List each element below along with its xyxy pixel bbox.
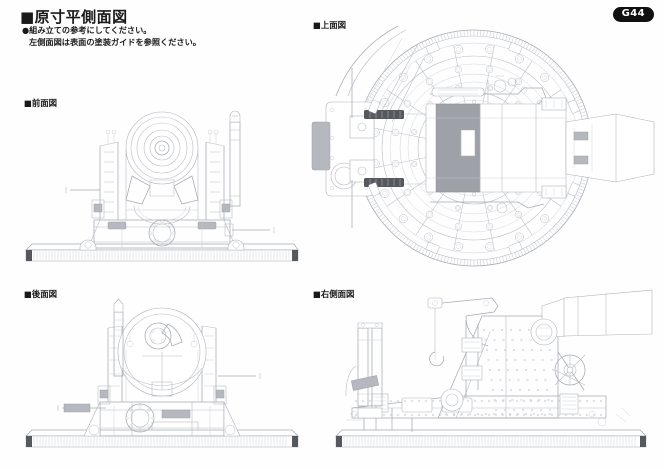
carriage-lower-frame — [79, 219, 245, 251]
control-rods — [345, 320, 483, 432]
assembly-note-2: 左側面図は表面の塗装ガイドを参照ください。 — [29, 36, 201, 47]
traverse-mechanism — [430, 131, 589, 214]
breech-loading-table — [311, 68, 426, 228]
tie-rods — [65, 187, 275, 237]
fittings-right — [346, 407, 631, 427]
carriage-lower-frame-rear — [83, 401, 241, 437]
barrel-side — [530, 289, 653, 346]
drawing-front-view — [22, 100, 302, 272]
base-rack-rail-rear — [25, 429, 299, 448]
page-title: ■原寸平側面図 — [20, 8, 128, 26]
page-number-badge: G44 — [612, 7, 654, 22]
loading-crane-davit — [427, 297, 499, 367]
drawing-right-side-view — [306, 289, 658, 462]
assembly-notes: ●組み立ての参考にしてください。 左側面図は表面の塗装ガイドを参照ください。 — [22, 25, 201, 48]
base-rack-rail — [25, 243, 299, 262]
drawing-rear-view — [22, 290, 302, 462]
elevation-handwheel — [554, 351, 586, 391]
carriage-side-frames — [91, 141, 233, 220]
base-rack-rail-right — [335, 429, 647, 448]
gun-body-plan — [425, 103, 655, 193]
fittings-rear — [113, 334, 211, 436]
view-label-right: ■右側面図 — [313, 289, 355, 299]
breech-block-rear — [117, 307, 207, 397]
tie-rods-rear — [57, 373, 261, 413]
view-label-front: ■前面図 — [24, 98, 58, 108]
recoil-cylinders-left — [357, 322, 383, 430]
shield-arc — [335, 25, 425, 123]
fittings-front — [105, 129, 219, 248]
view-label-rear: ■後面図 — [24, 289, 58, 299]
assembly-note-1: ●組み立ての参考にしてください。 — [22, 25, 152, 35]
carriage-side-posts-rear — [97, 325, 227, 405]
view-label-top: ■上面図 — [313, 20, 347, 30]
vent-mast-rear — [113, 298, 124, 377]
ring-mounting-pads — [368, 42, 580, 254]
drawing-top-view — [306, 18, 658, 280]
recoil-mast — [229, 110, 241, 207]
barrel-muzzle-face — [125, 111, 199, 225]
elevation-mechanism — [430, 75, 567, 111]
